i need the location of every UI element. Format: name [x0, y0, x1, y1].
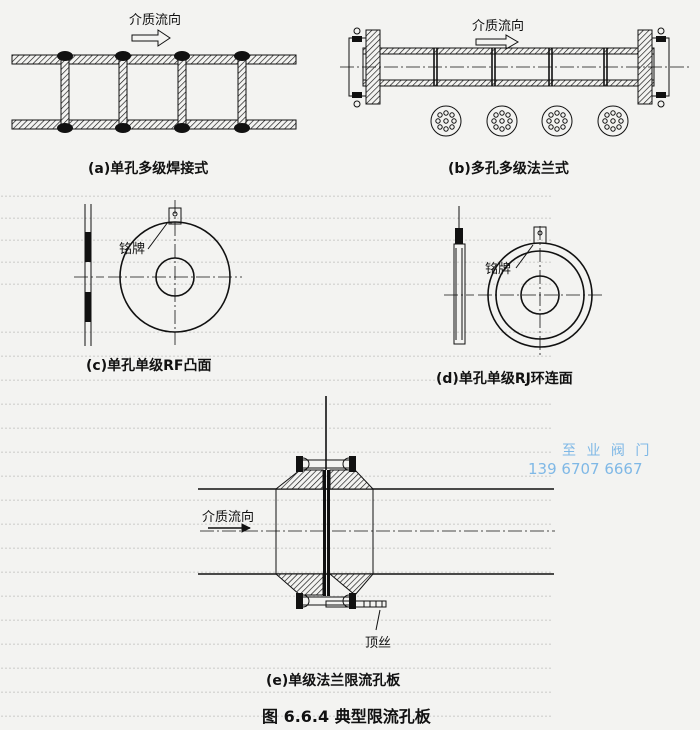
panel-e-flow-label: 介质流向: [202, 510, 255, 525]
panel-d-drawing: [444, 206, 604, 355]
panel-e-caption: (e)单级法兰限流孔板: [266, 673, 401, 689]
panel-d-caption: (d)单孔单级RJ环连面: [436, 371, 573, 387]
panel-e-screw-label: 顶丝: [365, 636, 392, 651]
panel-c-drawing: [74, 200, 242, 346]
panel-c-caption: (c)单孔单级RF凸面: [86, 358, 212, 374]
watermark-line1: 至 业 阀 门: [562, 443, 653, 459]
panel-a-flow-label: 介质流向: [129, 13, 182, 28]
panel-c-nameplate-label: 铭牌: [119, 242, 146, 257]
figure-title: 图 6.6.4 典型限流孔板: [262, 707, 431, 726]
watermark-line2: 139 6707 6667: [528, 460, 643, 478]
panel-e-drawing: [198, 396, 555, 631]
panel-b-drawing: [340, 27, 690, 137]
panel-a-drawing: [11, 29, 297, 133]
panel-b-flow-label: 介质流向: [472, 19, 525, 34]
panel-d-nameplate-label: 铭牌: [485, 262, 512, 277]
panel-a-caption: (a)单孔多级焊接式: [88, 161, 209, 177]
panel-b-caption: (b)多孔多级法兰式: [448, 161, 569, 177]
